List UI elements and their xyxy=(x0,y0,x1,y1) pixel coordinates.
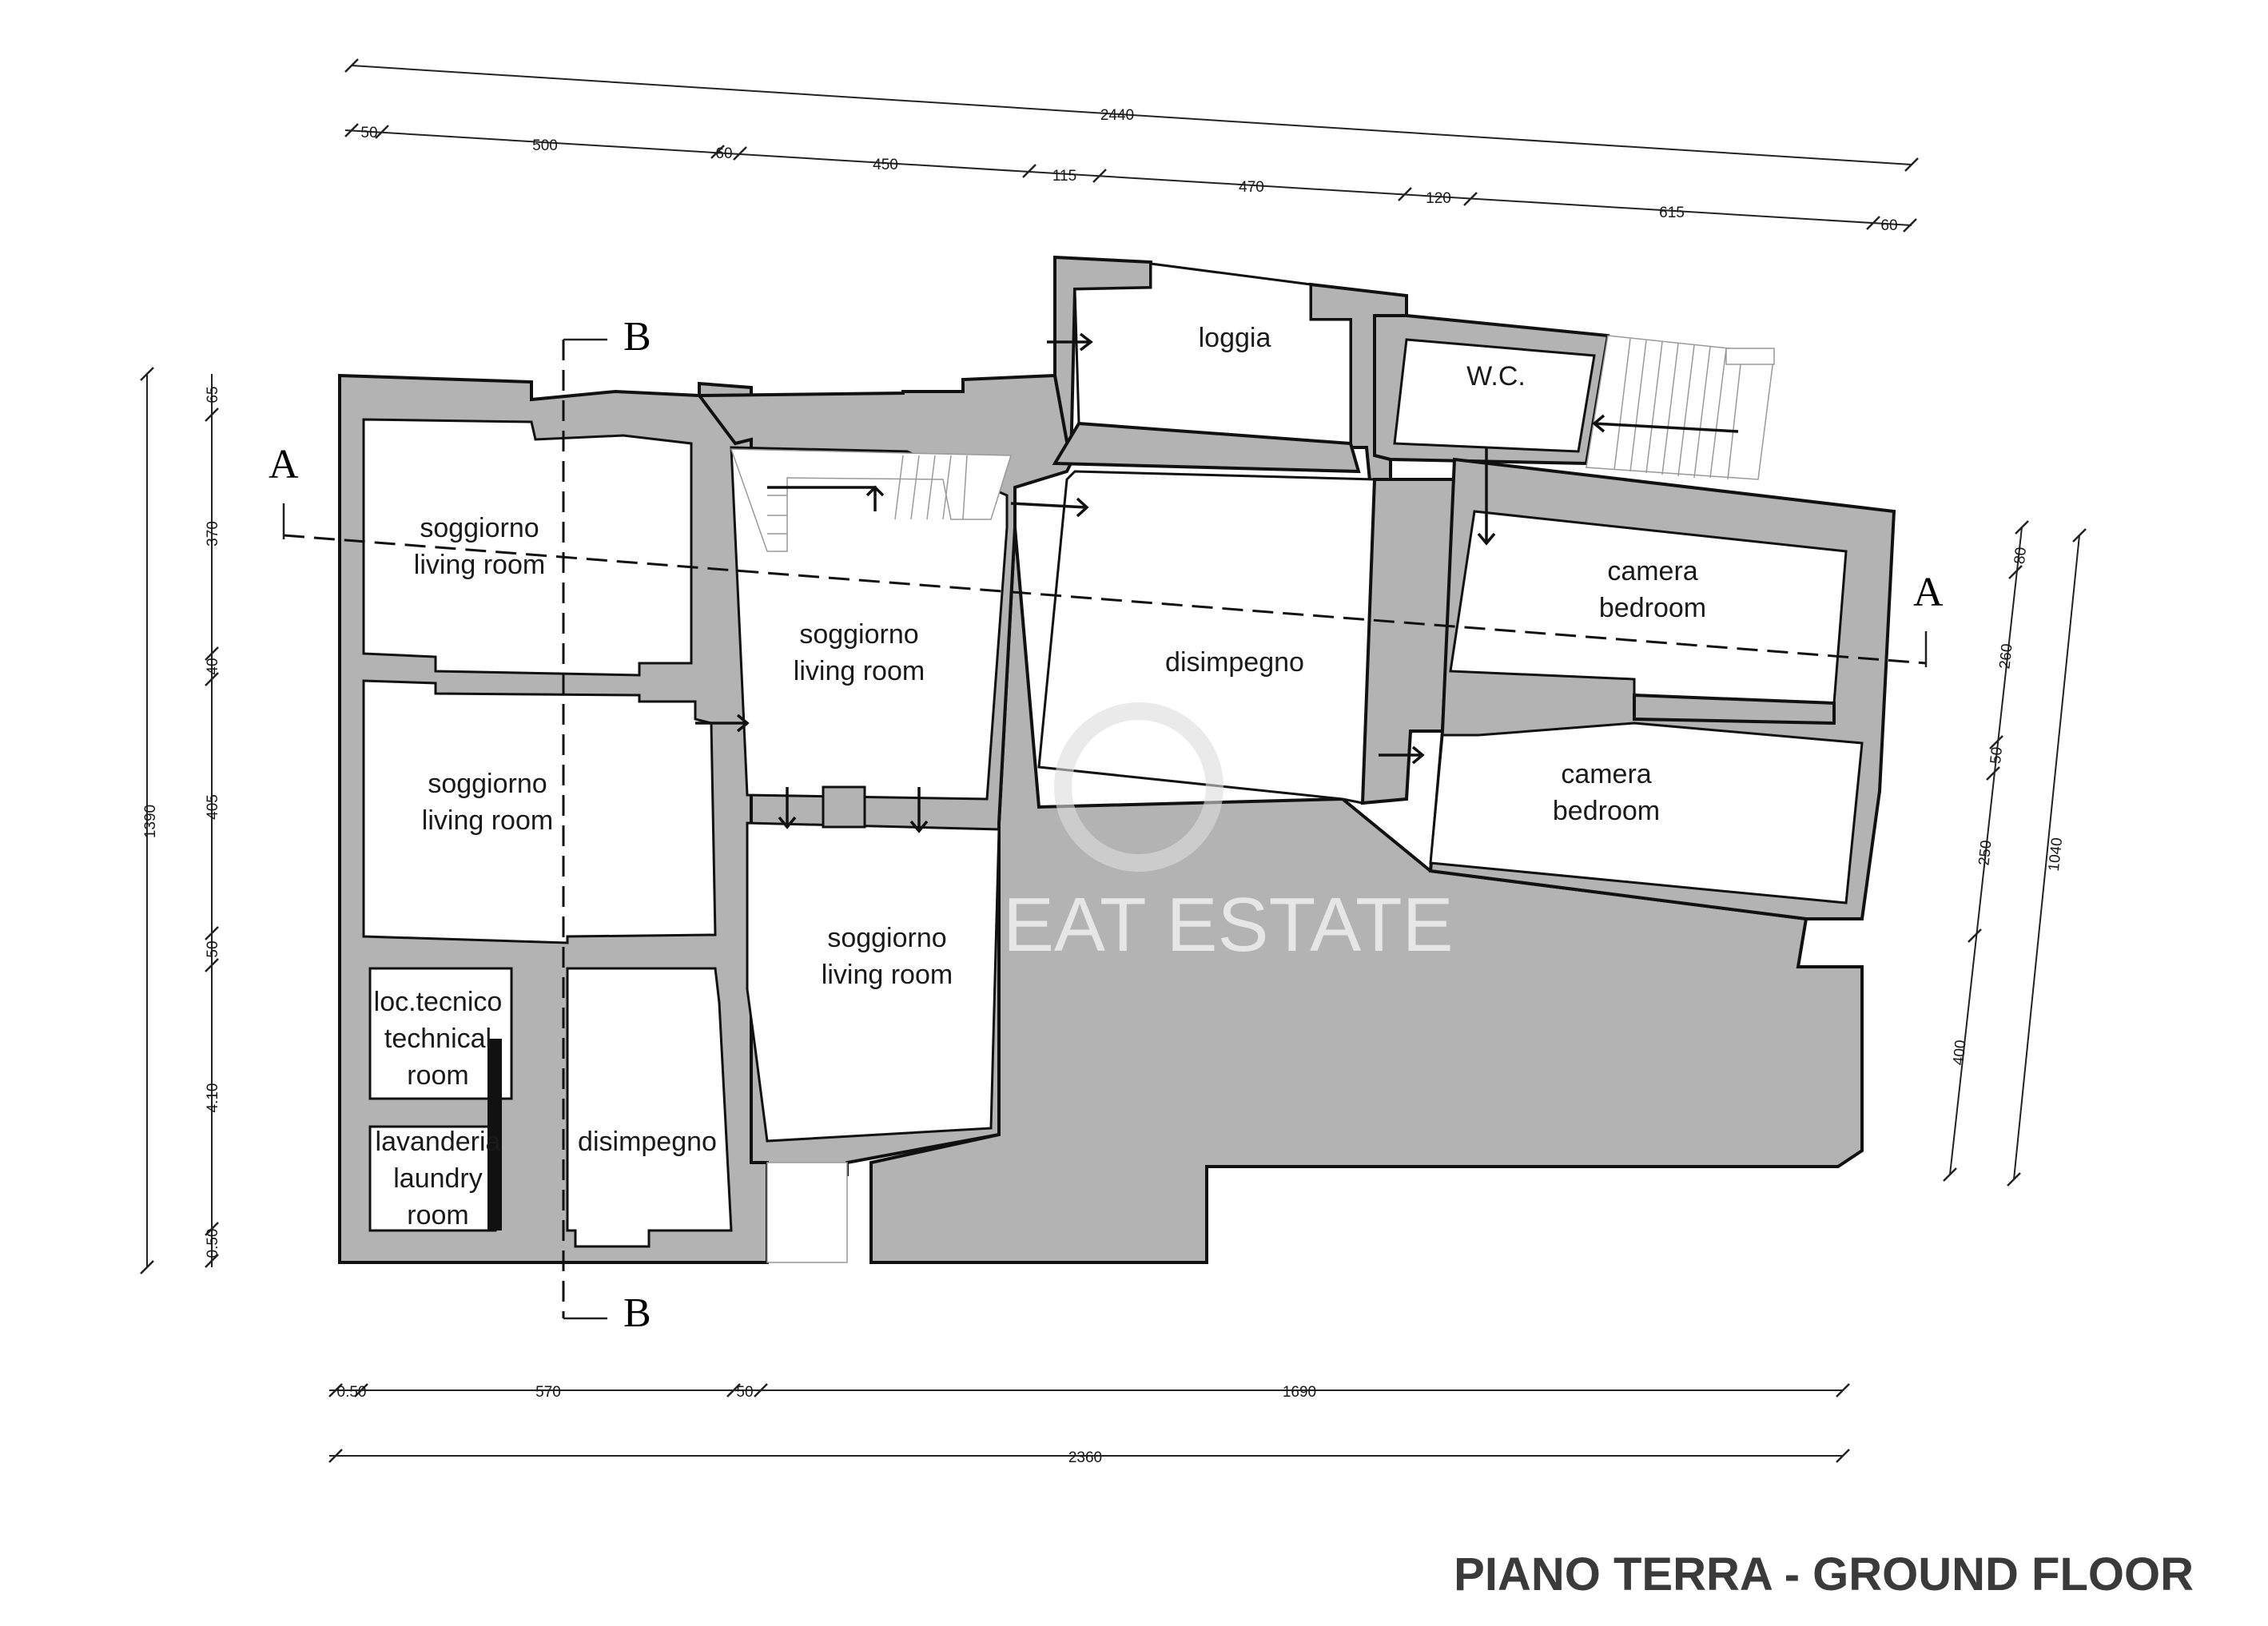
room-living-3 xyxy=(730,446,1009,801)
label-living-3: soggiorno xyxy=(799,619,918,650)
label-laundry-en-2: room xyxy=(407,1200,468,1230)
dim-bottom-3: 50 xyxy=(736,1384,753,1401)
dim-left-total: 1390 xyxy=(142,805,159,838)
label-loggia: loggia xyxy=(1199,323,1271,353)
label-bedroom-2-en: bedroom xyxy=(1553,796,1660,826)
dim-top-8: 615 xyxy=(1659,205,1685,221)
door-arrows xyxy=(695,332,1739,833)
room-living-4 xyxy=(746,821,1001,1143)
page-title: PIANO TERRA - GROUND FLOOR xyxy=(1454,1548,2194,1600)
dim-left-5: 50 xyxy=(205,940,221,957)
label-bedroom-1-en: bedroom xyxy=(1599,593,1706,623)
dim-right-4: 250 xyxy=(1976,840,1995,867)
label-wc: W.C. xyxy=(1466,361,1526,392)
dim-left-4: 405 xyxy=(205,794,221,820)
label-hall-left: disimpegno xyxy=(578,1127,717,1157)
room-bedroom-2 xyxy=(1429,722,1864,904)
dim-top-total: 2440 xyxy=(1100,107,1134,124)
dim-bottom-1: 0.50 xyxy=(337,1384,367,1401)
dim-right-5: 400 xyxy=(1950,1040,1969,1067)
room-loggia xyxy=(1073,262,1352,445)
dim-top-7: 120 xyxy=(1426,190,1451,207)
dim-top-2: 500 xyxy=(532,137,558,154)
label-living-2: soggiorno xyxy=(428,769,547,799)
stair xyxy=(730,448,1013,552)
bedroom-divider xyxy=(1633,693,1836,726)
dim-left-7: 0.50 xyxy=(205,1229,221,1258)
loggia-bottom-wall xyxy=(1052,421,1361,474)
label-living-4-en: living room xyxy=(822,960,953,990)
label-bedroom-2: camera xyxy=(1561,759,1651,789)
section-cut-lines xyxy=(282,338,1928,1320)
room-technical xyxy=(368,967,513,1100)
dim-top-5: 115 xyxy=(1052,168,1076,185)
dim-top-4: 450 xyxy=(873,157,898,173)
label-living-2-en: living room xyxy=(422,805,553,836)
section-marker-b-top: B xyxy=(623,314,651,360)
room-wc xyxy=(1393,338,1596,453)
watermark-text: EAT ESTATE xyxy=(1003,882,1454,968)
room-living-1 xyxy=(362,418,693,677)
watermark: EAT ESTATE xyxy=(1003,702,1454,968)
dim-right-2: 260 xyxy=(1996,643,2015,670)
label-living-4: soggiorno xyxy=(827,923,946,953)
section-marker-a-right: A xyxy=(1913,570,1944,615)
dim-left-6: 4.10 xyxy=(205,1083,221,1113)
divider-wall xyxy=(487,1039,502,1230)
room-living-2 xyxy=(362,679,717,944)
section-marker-b-bottom: B xyxy=(623,1290,651,1336)
label-living-1-en: living room xyxy=(414,550,545,580)
pillar xyxy=(822,785,866,829)
room-labels: soggiorno living room soggiorno living r… xyxy=(374,323,1706,1230)
label-bedroom-1: camera xyxy=(1607,556,1697,586)
porch xyxy=(766,1162,848,1263)
label-living-1: soggiorno xyxy=(420,513,539,543)
dimension-lines xyxy=(140,58,2087,1463)
label-technical: loc.tecnico xyxy=(374,987,503,1017)
dim-top-1: 50 xyxy=(360,125,377,141)
label-laundry: lavanderia xyxy=(376,1127,501,1157)
dim-bottom-2: 570 xyxy=(535,1384,561,1401)
building xyxy=(338,255,1896,1264)
dim-top-6: 470 xyxy=(1239,179,1264,196)
dim-left-1: 65 xyxy=(205,386,221,403)
dim-right-3: 50 xyxy=(1987,746,2006,765)
courtyard-area xyxy=(869,527,1864,1264)
label-technical-en-2: room xyxy=(407,1060,468,1091)
dim-bottom-4: 1690 xyxy=(1283,1384,1316,1401)
dim-top-9: 60 xyxy=(1880,217,1897,234)
dim-right-1: 80 xyxy=(2011,547,2030,565)
outside-stair xyxy=(1586,335,1775,480)
dim-left-2: 370 xyxy=(205,521,221,547)
dim-bottom-total: 2360 xyxy=(1068,1449,1102,1466)
label-living-3-en: living room xyxy=(794,656,925,686)
dim-top-3: 60 xyxy=(715,145,732,162)
room-hall-left xyxy=(566,967,733,1248)
label-hall-central: disimpegno xyxy=(1165,647,1304,678)
label-technical-en: technical xyxy=(384,1024,491,1054)
section-marker-a-left: A xyxy=(269,442,299,487)
dimension-labels: 2440 50 500 60 450 115 470 120 615 60 13… xyxy=(142,107,2066,1466)
label-laundry-en: laundry xyxy=(393,1163,483,1194)
dim-right-total: 1040 xyxy=(2046,837,2066,872)
dim-left-3: 40 xyxy=(205,658,221,674)
